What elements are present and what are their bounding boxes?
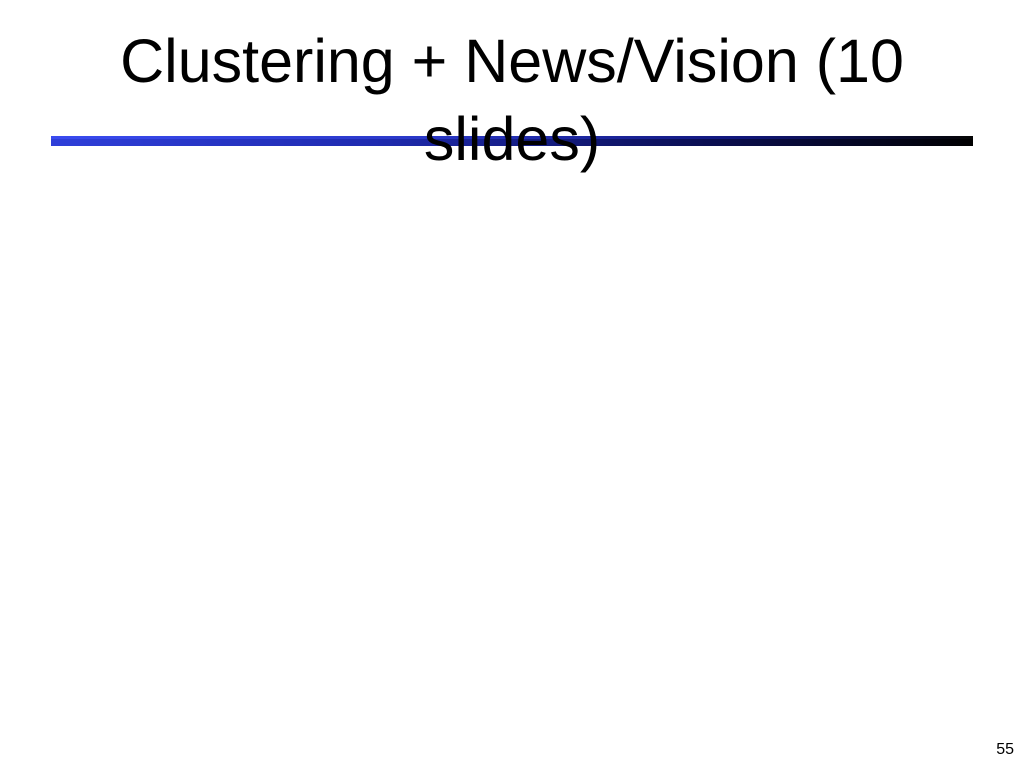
slide-title: Clustering + News/Vision (10 slides): [120, 27, 904, 173]
slide-number: 55: [996, 741, 1014, 758]
title-underline-rule: [51, 136, 973, 146]
